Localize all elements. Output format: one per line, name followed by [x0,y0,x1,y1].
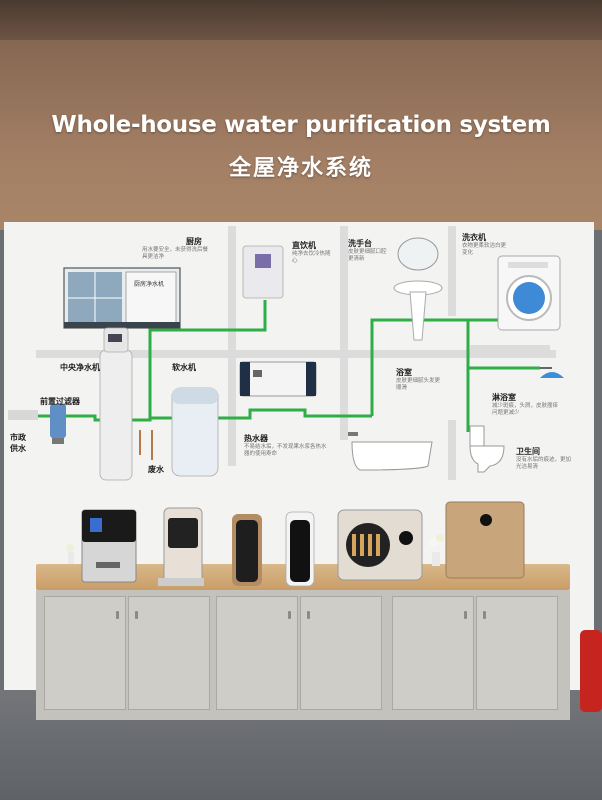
label-water-heater: 热水器 [244,434,268,443]
water-dispenser-product [81,509,137,583]
title-english: Whole-house water purification system [51,112,551,138]
softener-illustration [171,387,219,477]
cabinet-handle [116,611,119,619]
label-softener: 软水机 [172,363,196,372]
cabinet-handle [135,611,138,619]
desc-bathroom: 皮肤更细腻头发更顺滑 [396,378,441,391]
fire-extinguisher [580,630,602,712]
direct-drink-illustration [242,245,284,299]
label-waste-water: 废水 [148,465,164,474]
ceiling [0,0,602,40]
cabinet-door [44,596,126,710]
label-shower: 淋浴室 [492,393,516,402]
cabinet-handle [483,611,486,619]
label-kitchen-purifier: 厨房净水机 [134,281,165,288]
desc-washing-machine: 衣物更柔软洁白更变化 [462,243,507,256]
bathtub-illustration [348,432,433,471]
kitchen-cabinet-illustration [63,267,181,329]
label-washing-machine: 洗衣机 [462,233,486,242]
copper-pipes [139,430,153,460]
cabinet-door [392,596,474,710]
cabinet-door [300,596,382,710]
desc-wash-basin: 皮肤更细腻口腔更清新 [348,249,387,262]
desc-water-heater: 不易结水垢，不发现果水浆各热水器的使用寿命 [244,444,327,457]
cabinet-handle [307,611,310,619]
label-wash-basin: 洗手台 [348,239,372,248]
slim-purifier-bronze [232,514,262,586]
large-purifier-gold [445,501,525,579]
label-kitchen: 厨房 [186,237,202,246]
toilet-illustration [469,425,505,473]
pre-filter-illustration [8,404,66,444]
wood-header-panel [0,40,602,230]
label-direct-drink: 直饮机 [292,241,316,250]
cabinet-door [216,596,298,710]
desc-toilet: 没有水垢的痕迹，更加光洁易清 [516,457,572,470]
stone-cabinet [36,590,570,720]
under-sink-purifier-product [337,509,423,581]
central-purifier-illustration [99,327,133,481]
label-bathroom: 浴室 [396,368,412,377]
gray-pipes [36,226,556,480]
desc-direct-drink: 纯净去饮冷热随心 [292,251,331,264]
cabinet-door [476,596,558,710]
plant-decoration [66,534,444,566]
desktop-purifier-product [158,507,204,586]
label-central-purifier: 中央净水机 [60,363,100,372]
water-heater-illustration [239,361,317,397]
slim-purifier-white [285,511,315,587]
label-pre-filter: 前置过滤器 [40,397,80,406]
cabinet-door [128,596,210,710]
washing-machine-illustration [497,255,561,331]
cabinet-handle [464,611,467,619]
shower-illustration [540,367,564,378]
label-toilet: 卫生间 [516,447,540,456]
wash-basin-illustration [393,237,443,341]
desc-kitchen: 用水要安全，未获得洗后餐具更洁净 [142,247,209,260]
desc-shower: 减少斑痕，头屑，皮肤瘙痒问题更减少 [492,403,559,416]
label-municipal-water: 市政供水 [10,433,26,453]
cabinet-handle [288,611,291,619]
title-chinese: 全屋净水系统 [228,156,373,181]
